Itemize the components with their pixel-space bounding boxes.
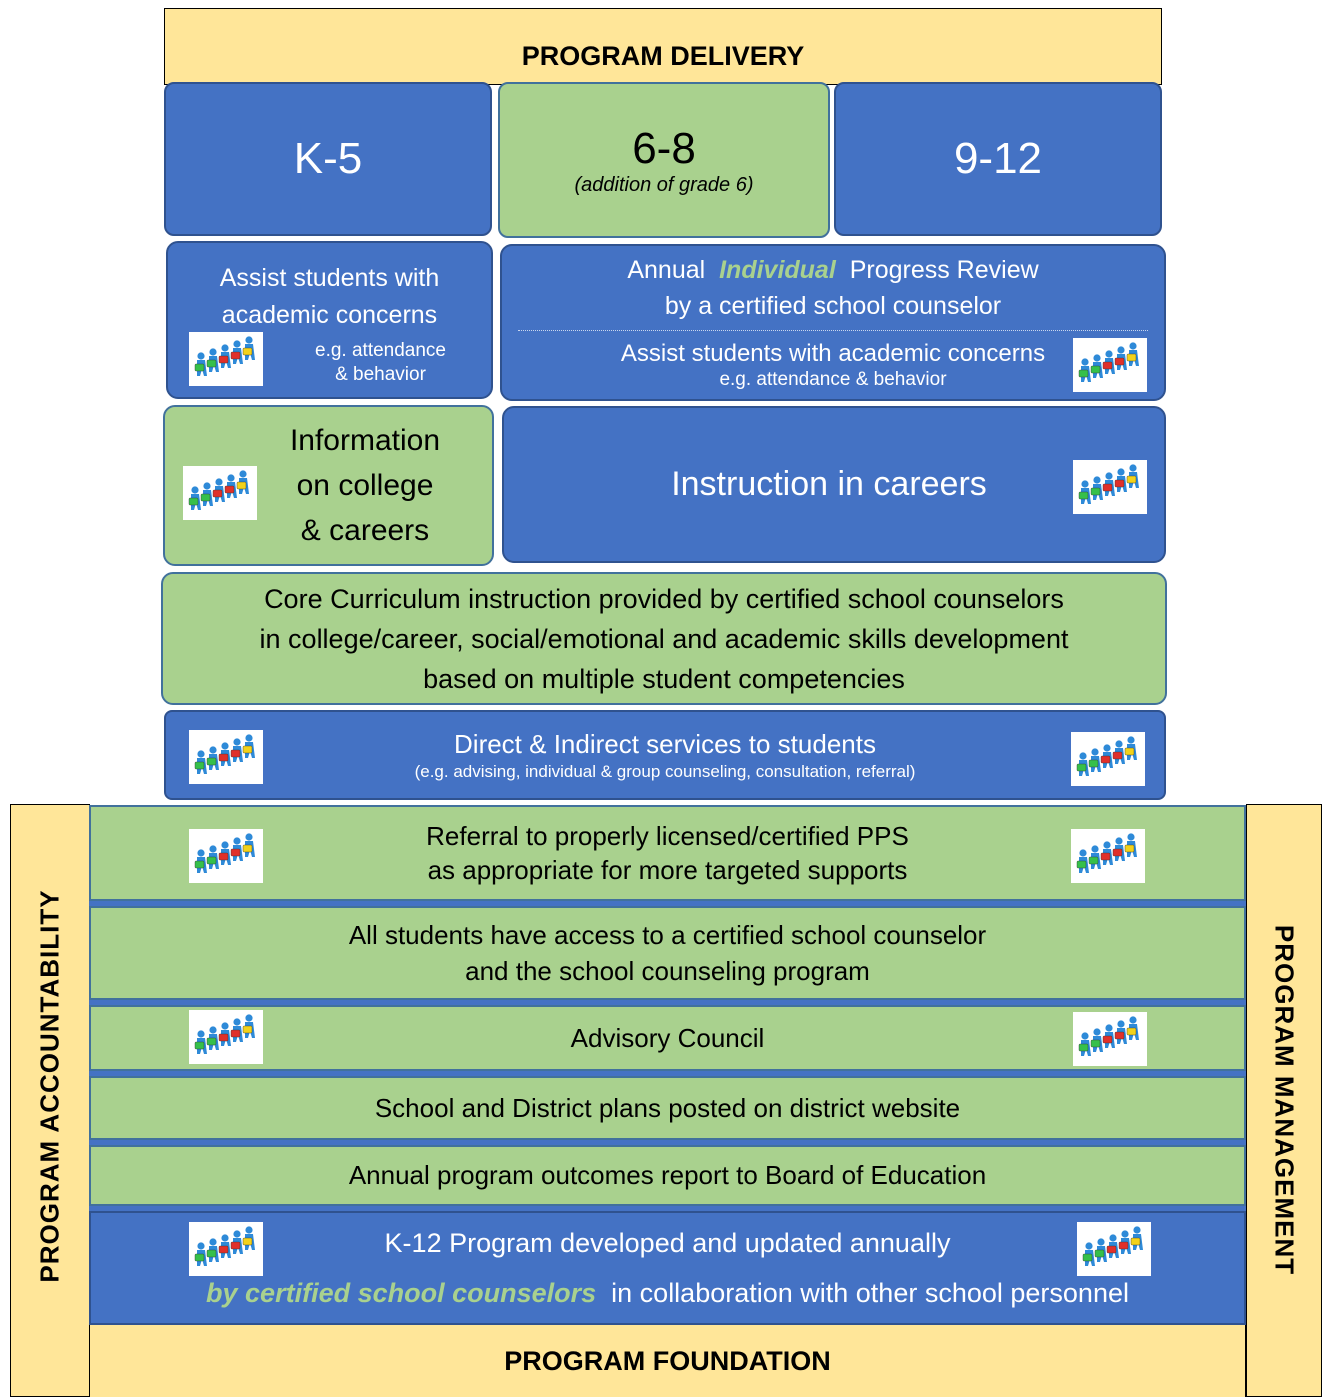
people-puzzle-icon bbox=[1073, 338, 1147, 392]
direct-services-sub: (e.g. advising, individual & group couns… bbox=[414, 762, 916, 781]
people-puzzle-icon bbox=[183, 466, 257, 520]
band-separator bbox=[89, 1071, 1246, 1076]
direct-services-title: Direct & Indirect services to students bbox=[454, 729, 876, 759]
core-curriculum-line3: based on multiple student competencies bbox=[423, 663, 905, 694]
k5-assist-sub1: e.g. attendance bbox=[315, 340, 446, 361]
referral-line1: Referral to properly licensed/certified … bbox=[426, 821, 909, 851]
progress-review-line1: Annual Individual Progress Review bbox=[627, 252, 1038, 288]
college-info-line2: on college bbox=[296, 469, 434, 502]
program-delivery-label: PROGRAM DELIVERY bbox=[521, 41, 805, 71]
college-info-text: Information on college & careers bbox=[273, 418, 457, 553]
k5-assist-line1: Assist students with bbox=[219, 264, 440, 292]
people-puzzle-icon bbox=[1071, 829, 1145, 883]
people-puzzle-icon bbox=[1073, 1012, 1147, 1066]
progress-review-box: Annual Individual Progress Review by a c… bbox=[500, 244, 1166, 401]
grade-912-box: 9-12 bbox=[834, 82, 1162, 236]
grade-68-label: 6-8 bbox=[632, 123, 696, 173]
band-separator bbox=[89, 901, 1246, 906]
k12-program-band: K-12 Program developed and updated annua… bbox=[89, 1211, 1246, 1325]
k5-assist-sub: e.g. attendance & behavior bbox=[276, 339, 485, 387]
people-puzzle-icon bbox=[1071, 732, 1145, 786]
referral-band: Referral to properly licensed/certified … bbox=[89, 805, 1246, 901]
band-separator bbox=[89, 1000, 1246, 1005]
core-curriculum-line1: Core Curriculum instruction provided by … bbox=[264, 583, 1064, 614]
program-foundation-banner: PROGRAM FOUNDATION bbox=[89, 1325, 1246, 1397]
people-puzzle-icon bbox=[189, 332, 263, 386]
band-separator bbox=[89, 1206, 1246, 1211]
progress-review-highlight: Individual bbox=[719, 256, 836, 284]
program-delivery-banner: PROGRAM DELIVERY bbox=[164, 8, 1162, 85]
outcomes-label: Annual program outcomes report to Board … bbox=[348, 1160, 987, 1190]
k12-line1: K-12 Program developed and updated annua… bbox=[384, 1228, 951, 1258]
progress-review-suffix: Progress Review bbox=[849, 256, 1039, 284]
instruction-careers-label: Instruction in careers bbox=[671, 465, 987, 503]
program-management-label: PROGRAM MANAGEMENT bbox=[1269, 924, 1300, 1276]
grade-k5-box: K-5 bbox=[164, 82, 492, 236]
grade-912-label: 9-12 bbox=[953, 134, 1043, 183]
progress-review-line2: by a certified school counselor bbox=[664, 292, 1002, 320]
review-assist-sub: e.g. attendance & behavior bbox=[719, 369, 947, 390]
outcomes-band: Annual program outcomes report to Board … bbox=[89, 1145, 1246, 1206]
direct-services-box: Direct & Indirect services to students (… bbox=[164, 710, 1166, 800]
people-puzzle-icon bbox=[189, 829, 263, 883]
referral-line2: as appropriate for more targeted support… bbox=[427, 855, 908, 885]
plans-label: School and District plans posted on dist… bbox=[374, 1092, 961, 1123]
progress-review-divider bbox=[518, 330, 1148, 331]
college-info-line1: Information bbox=[289, 424, 441, 457]
core-curriculum-box: Core Curriculum instruction provided by … bbox=[161, 572, 1167, 705]
k5-assist-line2: academic concerns bbox=[221, 301, 438, 329]
access-line2: and the school counseling program bbox=[465, 956, 870, 986]
instruction-careers-box: Instruction in careers bbox=[502, 406, 1166, 563]
advisory-band: Advisory Council bbox=[89, 1005, 1246, 1071]
people-puzzle-icon bbox=[1077, 1222, 1151, 1276]
plans-band: School and District plans posted on dist… bbox=[89, 1076, 1246, 1140]
people-puzzle-icon bbox=[189, 1010, 263, 1064]
people-puzzle-icon bbox=[189, 730, 263, 784]
access-line1: All students have access to a certified … bbox=[348, 920, 987, 950]
access-band: All students have access to a certified … bbox=[89, 906, 1246, 1000]
grade-68-box: 6-8 (addition of grade 6) bbox=[498, 82, 830, 238]
progress-review-prefix: Annual bbox=[627, 256, 706, 284]
people-puzzle-icon bbox=[189, 1222, 263, 1276]
grade-k5-label: K-5 bbox=[293, 134, 363, 183]
advisory-label: Advisory Council bbox=[570, 1022, 765, 1053]
program-foundation-label: PROGRAM FOUNDATION bbox=[504, 1345, 831, 1376]
k12-line2: by certified school counselors in collab… bbox=[206, 1268, 1129, 1318]
core-curriculum-line2: in college/career, social/emotional and … bbox=[259, 623, 1069, 654]
k12-highlight: by certified school counselors bbox=[206, 1278, 597, 1308]
college-info-box: Information on college & careers bbox=[163, 405, 494, 566]
review-assist-text: Assist students with academic concerns bbox=[620, 340, 1046, 367]
people-puzzle-icon bbox=[1073, 460, 1147, 514]
k12-rest: in collaboration with other school perso… bbox=[611, 1278, 1129, 1308]
college-info-line3: & careers bbox=[300, 514, 430, 547]
program-accountability-label: PROGRAM ACCOUNTABILITY bbox=[34, 889, 65, 1283]
k5-assist-sub2: & behavior bbox=[335, 364, 426, 385]
grade-68-note: (addition of grade 6) bbox=[574, 173, 754, 196]
band-separator bbox=[89, 1140, 1246, 1145]
